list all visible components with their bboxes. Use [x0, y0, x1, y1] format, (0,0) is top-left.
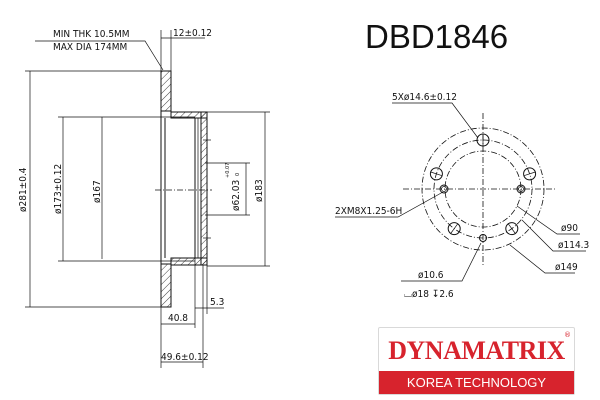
threaded-hole [439, 184, 449, 194]
max-diameter-note: MAX DIA 174MM [53, 42, 127, 53]
dim-center-bore: ø62.03 +0.07 0 [205, 162, 250, 216]
bolt-hole-axis [523, 171, 536, 177]
pcd-circle [433, 139, 533, 239]
bolt-hole [429, 167, 443, 181]
svg-text:ø114.3: ø114.3 [558, 240, 589, 251]
part-number-title: DBD1846 [365, 18, 508, 55]
callout-small-hole: ø10.6 ⌴ø18 ↧2.6 [401, 242, 482, 300]
svg-text:ø167: ø167 [92, 180, 103, 203]
dim-hat-diameter: ø183 [207, 111, 270, 267]
svg-text:ø183: ø183 [254, 179, 265, 202]
inner-circle [444, 150, 522, 228]
bolt-hole [505, 222, 519, 236]
callout-outer-diameter: ø149 [509, 244, 578, 274]
logo-tagline: KOREA TECHNOLOGY [379, 371, 574, 394]
small-hole [479, 234, 487, 242]
svg-text:12±0.12: 12±0.12 [173, 28, 212, 39]
outer-circle [421, 127, 545, 251]
svg-text:49.6±0.12: 49.6±0.12 [161, 352, 209, 363]
bolt-hole-axis [450, 223, 459, 234]
callout-bolt-holes: 5Xø14.6±0.12 [392, 92, 479, 139]
callout-threaded-holes: 2XM8X1.25-6H [335, 191, 444, 218]
dim-hat-inner-diameter: ø173±0.12 [53, 116, 195, 262]
bolt-hole-axis [507, 223, 516, 234]
disc-section [155, 70, 212, 308]
dim-outer-diameter: ø281±0.4 [18, 70, 165, 308]
callout-pcd: ø114.3 [521, 219, 589, 252]
dim-total-height: 49.6±0.12 [161, 265, 209, 368]
callout-inner-diameter: ø90 [516, 205, 580, 235]
svg-text:⌴ø18 ↧2.6: ⌴ø18 ↧2.6 [404, 289, 454, 300]
notes-callout: MIN THK 10.5MM MAX DIA 174MM [35, 29, 164, 71]
svg-text:2XM8X1.25-6H: 2XM8X1.25-6H [335, 206, 402, 217]
min-thickness-note: MIN THK 10.5MM [53, 29, 130, 40]
dim-drum-diameter: ø167 [92, 117, 103, 259]
notes-leader [35, 40, 164, 71]
svg-text:ø90: ø90 [561, 223, 578, 234]
dim-offset: 40.8 [160, 258, 196, 368]
front-view [403, 113, 556, 266]
bolt-hole-axis [430, 171, 443, 177]
brand-logo: DYNAMATRIX ® KOREA TECHNOLOGY [378, 327, 575, 395]
svg-text:ø149: ø149 [555, 262, 578, 273]
logo-brand-name: DYNAMATRIX [388, 336, 565, 365]
registered-mark: ® [564, 331, 571, 339]
dim-thickness: 12±0.12 [160, 28, 212, 71]
bolt-hole [523, 167, 537, 181]
svg-text:5.3: 5.3 [210, 297, 224, 308]
svg-text:ø173±0.12: ø173±0.12 [53, 164, 64, 214]
threaded-hole [516, 184, 526, 194]
dim-hat-face: 5.3 [195, 265, 224, 314]
svg-text:0: 0 [235, 173, 241, 176]
svg-text:ø281±0.4: ø281±0.4 [18, 167, 29, 212]
svg-text:40.8: 40.8 [168, 313, 188, 324]
bolt-hole [447, 222, 461, 236]
svg-text:5Xø14.6±0.12: 5Xø14.6±0.12 [392, 92, 457, 103]
svg-text:+0.07: +0.07 [225, 163, 231, 178]
svg-text:ø10.6: ø10.6 [418, 270, 444, 281]
svg-text:ø62.03: ø62.03 [231, 180, 242, 211]
